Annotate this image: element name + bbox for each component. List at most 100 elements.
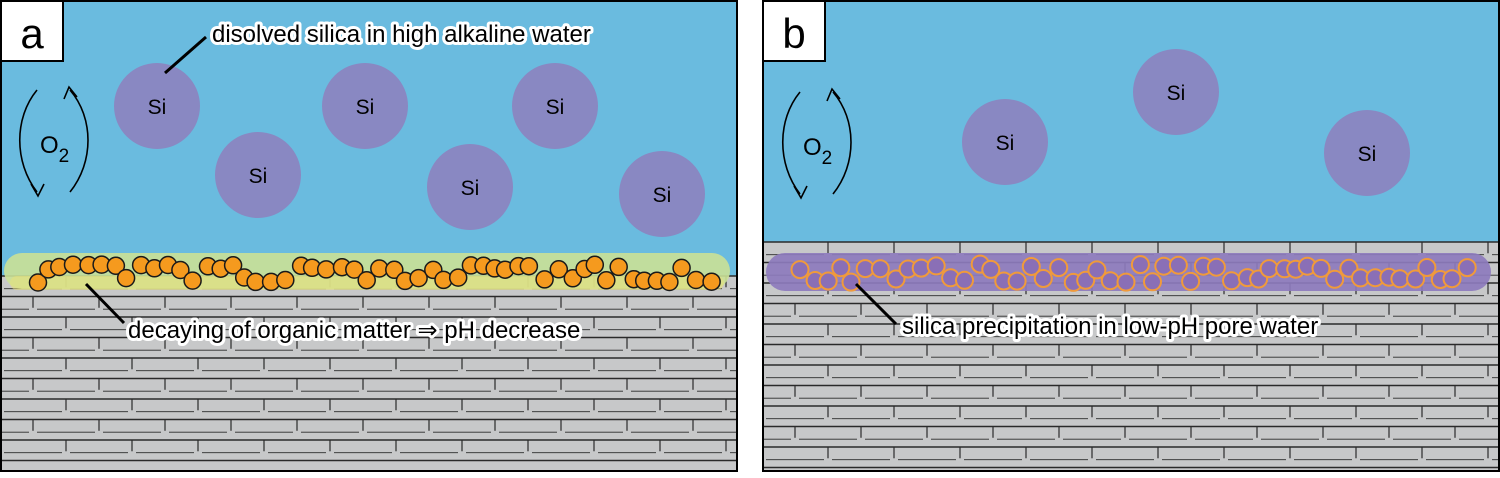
- si-particle: Si: [962, 99, 1048, 185]
- particle: [1206, 257, 1226, 277]
- particle: [1311, 258, 1331, 278]
- particle: [1457, 258, 1477, 278]
- si-particle: Si: [427, 144, 513, 230]
- svg-text:Si: Si: [148, 96, 167, 119]
- si-particle: Si: [619, 151, 705, 237]
- leader-line: [854, 282, 898, 326]
- particle: [1007, 271, 1027, 291]
- particle: [886, 269, 906, 289]
- precipitated-particles: [790, 254, 1477, 292]
- particle: [1033, 269, 1053, 288]
- particle: [1100, 271, 1120, 291]
- si-particle: Si: [512, 63, 598, 149]
- callout-silica-precipitation: silica precipitation in low-pH pore wate…: [902, 313, 1318, 340]
- particle: [1049, 258, 1069, 278]
- particle: [316, 260, 336, 279]
- particle: [1021, 257, 1041, 276]
- particle: [686, 270, 706, 290]
- panel-b-border: [762, 0, 1500, 472]
- sediment-fill: [0, 276, 737, 471]
- particle: [1390, 269, 1410, 289]
- particle: [276, 270, 295, 290]
- panel-b-letter: b: [782, 10, 805, 57]
- oxygen-label: O2: [803, 134, 832, 169]
- particle: [409, 268, 428, 288]
- particle: [926, 256, 946, 276]
- svg-text:Si: Si: [1167, 82, 1186, 105]
- particle: [223, 256, 243, 275]
- particle: [1181, 271, 1201, 291]
- si-particle: Si: [322, 63, 408, 149]
- particle: [585, 255, 605, 275]
- oxygen-cycle: O2: [19, 85, 89, 198]
- particle: [702, 272, 721, 291]
- cycle-arrow-right-icon: [832, 91, 852, 195]
- svg-text:Si: Si: [653, 184, 672, 207]
- panel-b-letter-box: [762, 0, 826, 62]
- organic-matter-particles: [28, 255, 721, 292]
- particle: [981, 259, 1001, 279]
- particle: [535, 270, 554, 289]
- leader-line: [84, 282, 126, 325]
- particle: [1442, 269, 1462, 289]
- particle: [672, 258, 691, 278]
- particle: [790, 260, 810, 280]
- particle: [660, 272, 679, 292]
- particle: [1406, 269, 1425, 289]
- particle: [183, 271, 202, 290]
- panel-a-letter-box: [0, 0, 64, 62]
- particle: [448, 268, 468, 287]
- particle: [1168, 255, 1188, 275]
- callout-dissolved-silica: disolved silica in high alkaline water: [212, 21, 591, 48]
- particle: [818, 271, 838, 291]
- svg-text:Si: Si: [461, 177, 480, 200]
- particle: [28, 273, 48, 292]
- leader-line: [164, 35, 207, 75]
- particle: [1259, 259, 1279, 279]
- panel-a-letter: a: [20, 10, 44, 57]
- panel-a-border: [0, 0, 738, 472]
- particle: [519, 256, 539, 276]
- particle: [246, 272, 265, 292]
- svg-text:Si: Si: [1358, 143, 1377, 166]
- si-particle: Si: [1133, 49, 1219, 135]
- cycle-arrow-right-icon: [69, 89, 89, 193]
- panel-a: a Si Si Si Si Si Si O2 disolved silica i…: [0, 0, 738, 472]
- particle: [345, 260, 364, 279]
- panel-a-sediment-layers: [0, 275, 737, 471]
- particle: [1417, 258, 1437, 277]
- oxygen-label: O2: [40, 132, 69, 167]
- cycle-arrow-left-icon: [19, 89, 38, 193]
- particle: [841, 272, 861, 292]
- particle: [63, 255, 83, 274]
- svg-text:Si: Si: [546, 96, 565, 119]
- particle: [597, 271, 616, 290]
- svg-text:Si: Si: [249, 165, 268, 188]
- panel-b: b Si Si Si O2 silica precipitation in lo…: [762, 0, 1500, 472]
- particle: [1116, 272, 1136, 292]
- cycle-arrow-left-icon: [782, 91, 801, 195]
- particle: [549, 260, 569, 279]
- particle: [1325, 269, 1345, 289]
- particle: [870, 259, 890, 279]
- si-particle: Si: [114, 63, 200, 149]
- particle: [1222, 271, 1241, 291]
- particle: [955, 270, 974, 290]
- particle: [1130, 255, 1150, 275]
- si-particle: Si: [1324, 110, 1410, 196]
- particle: [385, 260, 404, 280]
- svg-text:Si: Si: [356, 96, 375, 119]
- particle: [116, 268, 136, 288]
- si-particle: Si: [215, 132, 301, 218]
- particle: [171, 260, 190, 280]
- callout-organic-decay: decaying of organic matter ⇒ pH decrease: [128, 317, 580, 344]
- particle: [1087, 260, 1107, 280]
- particle: [1143, 272, 1162, 292]
- svg-text:Si: Si: [996, 132, 1015, 155]
- oxygen-cycle: O2: [782, 87, 852, 200]
- particle: [831, 258, 851, 278]
- particle: [106, 256, 126, 276]
- particle: [609, 257, 628, 277]
